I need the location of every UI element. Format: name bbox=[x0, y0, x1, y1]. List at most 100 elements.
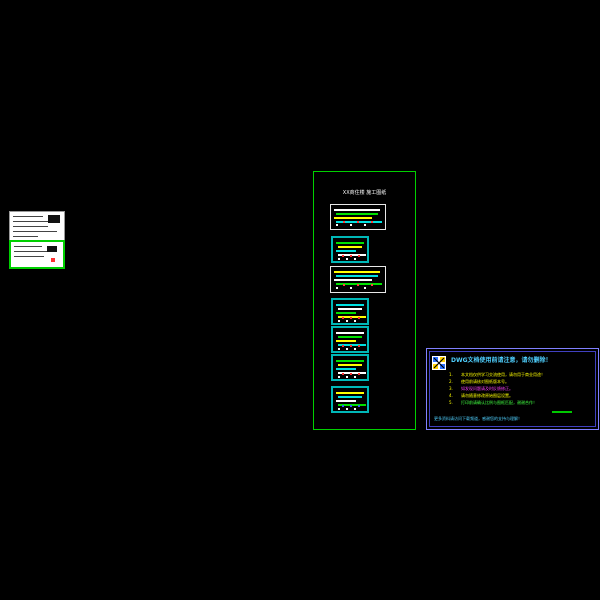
drawing-mark bbox=[342, 405, 344, 407]
notice-title: DWG文档使用前请注意，请勿删除！ bbox=[451, 357, 552, 364]
notice-item: 4. 请勿随意修改原始图层设置。 bbox=[449, 393, 513, 398]
sheet-thumbnail-7[interactable] bbox=[331, 386, 369, 413]
sheet-thumbnail-6[interactable] bbox=[331, 354, 369, 381]
drawing-mark bbox=[342, 317, 344, 319]
drawing-mark bbox=[358, 345, 360, 347]
notice-item-number: 5. bbox=[449, 400, 453, 405]
drawing-line bbox=[338, 344, 366, 346]
drawing-line bbox=[336, 312, 356, 314]
drawing-line bbox=[334, 279, 372, 281]
drawing-mark bbox=[358, 373, 360, 375]
drawing-mark bbox=[354, 320, 356, 322]
notice-item-text: 如发现问题请及时反馈修正。 bbox=[461, 386, 513, 391]
mini-line bbox=[13, 216, 43, 217]
drawing-line bbox=[336, 283, 382, 285]
drawing-line bbox=[336, 400, 356, 402]
drawing-mark bbox=[350, 373, 352, 375]
mini-line bbox=[13, 231, 57, 232]
logo-icon bbox=[432, 356, 446, 370]
sheet-thumbnail-5[interactable] bbox=[331, 326, 369, 353]
drawing-mark bbox=[336, 224, 338, 226]
drawing-mark bbox=[358, 317, 360, 319]
mini-line bbox=[14, 251, 52, 252]
drawing-mark bbox=[358, 405, 360, 407]
drawing-mark bbox=[346, 348, 348, 350]
drawing-line bbox=[334, 209, 380, 211]
notice-item: 1. 本文档仅供学习交流使用，请勿用于商业用途！ bbox=[449, 372, 545, 377]
drawing-mark bbox=[371, 221, 373, 223]
notice-item-number: 4. bbox=[449, 393, 453, 398]
drawing-mark bbox=[354, 258, 356, 260]
drawing-mark bbox=[358, 255, 360, 257]
drawing-mark bbox=[350, 255, 352, 257]
drawing-line bbox=[338, 404, 366, 406]
drawing-mark bbox=[354, 348, 356, 350]
notice-panel bbox=[426, 348, 599, 430]
drawing-line bbox=[338, 396, 362, 398]
drawing-mark bbox=[342, 373, 344, 375]
sheet-list-frame bbox=[313, 171, 416, 430]
drawing-mark bbox=[336, 287, 338, 289]
drawing-line bbox=[334, 217, 372, 219]
drawing-mark bbox=[354, 408, 356, 410]
notice-item-text: 本文档仅供学习交流使用，请勿用于商业用途！ bbox=[461, 372, 545, 377]
mini-line bbox=[13, 236, 38, 237]
drawing-mark bbox=[346, 258, 348, 260]
drawing-mark bbox=[338, 408, 340, 410]
drawing-mark bbox=[343, 221, 345, 223]
drawing-line bbox=[338, 372, 366, 374]
sheet-thumbnail-2[interactable] bbox=[331, 236, 369, 263]
drawing-mark bbox=[342, 255, 344, 257]
notice-item-number: 2. bbox=[449, 379, 453, 384]
drawing-mark bbox=[346, 408, 348, 410]
notice-green-bar bbox=[552, 411, 572, 413]
mini-red-mark bbox=[51, 258, 55, 262]
drawing-mark bbox=[350, 287, 352, 289]
drawing-mark bbox=[338, 348, 340, 350]
drawing-line bbox=[338, 254, 366, 256]
drawing-mark bbox=[343, 284, 345, 286]
mini-block bbox=[47, 246, 57, 252]
drawing-mark bbox=[354, 376, 356, 378]
drawing-line bbox=[336, 221, 382, 223]
mini-sheet-bottom[interactable] bbox=[9, 240, 65, 269]
drawing-line bbox=[338, 364, 362, 366]
drawing-mark bbox=[364, 287, 366, 289]
drawing-line bbox=[338, 246, 362, 248]
drawing-line bbox=[334, 271, 380, 273]
drawing-mark bbox=[346, 320, 348, 322]
notice-item: 2.使用前请核对图纸版本号。 bbox=[449, 379, 509, 384]
drawing-line bbox=[336, 250, 356, 252]
drawing-line bbox=[336, 360, 364, 362]
notice-item-text: 请勿随意修改原始图层设置。 bbox=[461, 393, 513, 398]
drawing-line bbox=[338, 316, 366, 318]
sheet-thumbnail-3[interactable] bbox=[330, 266, 386, 293]
notice-item-text: 打印前请确认比例与图框匹配，谢谢合作！ bbox=[461, 400, 537, 405]
drawing-mark bbox=[364, 224, 366, 226]
drawing-line bbox=[336, 304, 364, 306]
drawing-line bbox=[336, 275, 378, 277]
drawing-mark bbox=[338, 320, 340, 322]
drawing-mark bbox=[350, 345, 352, 347]
mini-line bbox=[13, 226, 48, 227]
drawing-line bbox=[336, 392, 364, 394]
notice-item: 3.如发现问题请及时反馈修正。 bbox=[449, 386, 513, 391]
notice-footer: 更多资料请访问下载频道，感谢您的支持与理解！ bbox=[434, 416, 522, 421]
mini-sheet-top[interactable] bbox=[9, 211, 65, 241]
drawing-mark bbox=[350, 317, 352, 319]
drawing-mark bbox=[342, 345, 344, 347]
notice-item-number: 1. bbox=[449, 372, 453, 377]
sheet-thumbnail-4[interactable] bbox=[331, 298, 369, 325]
drawing-mark bbox=[350, 405, 352, 407]
drawing-line bbox=[336, 340, 356, 342]
sheet-thumbnail-1[interactable] bbox=[330, 204, 386, 230]
drawing-line bbox=[338, 336, 362, 338]
mini-block bbox=[48, 215, 60, 223]
sheet-list-title: XX商住楼 施工图纸 bbox=[342, 190, 387, 196]
drawing-mark bbox=[338, 258, 340, 260]
drawing-line bbox=[336, 242, 364, 244]
drawing-line bbox=[338, 308, 362, 310]
drawing-mark bbox=[357, 221, 359, 223]
notice-item: 5. 打印前请确认比例与图框匹配，谢谢合作！ bbox=[449, 400, 537, 405]
mini-line bbox=[14, 256, 44, 257]
